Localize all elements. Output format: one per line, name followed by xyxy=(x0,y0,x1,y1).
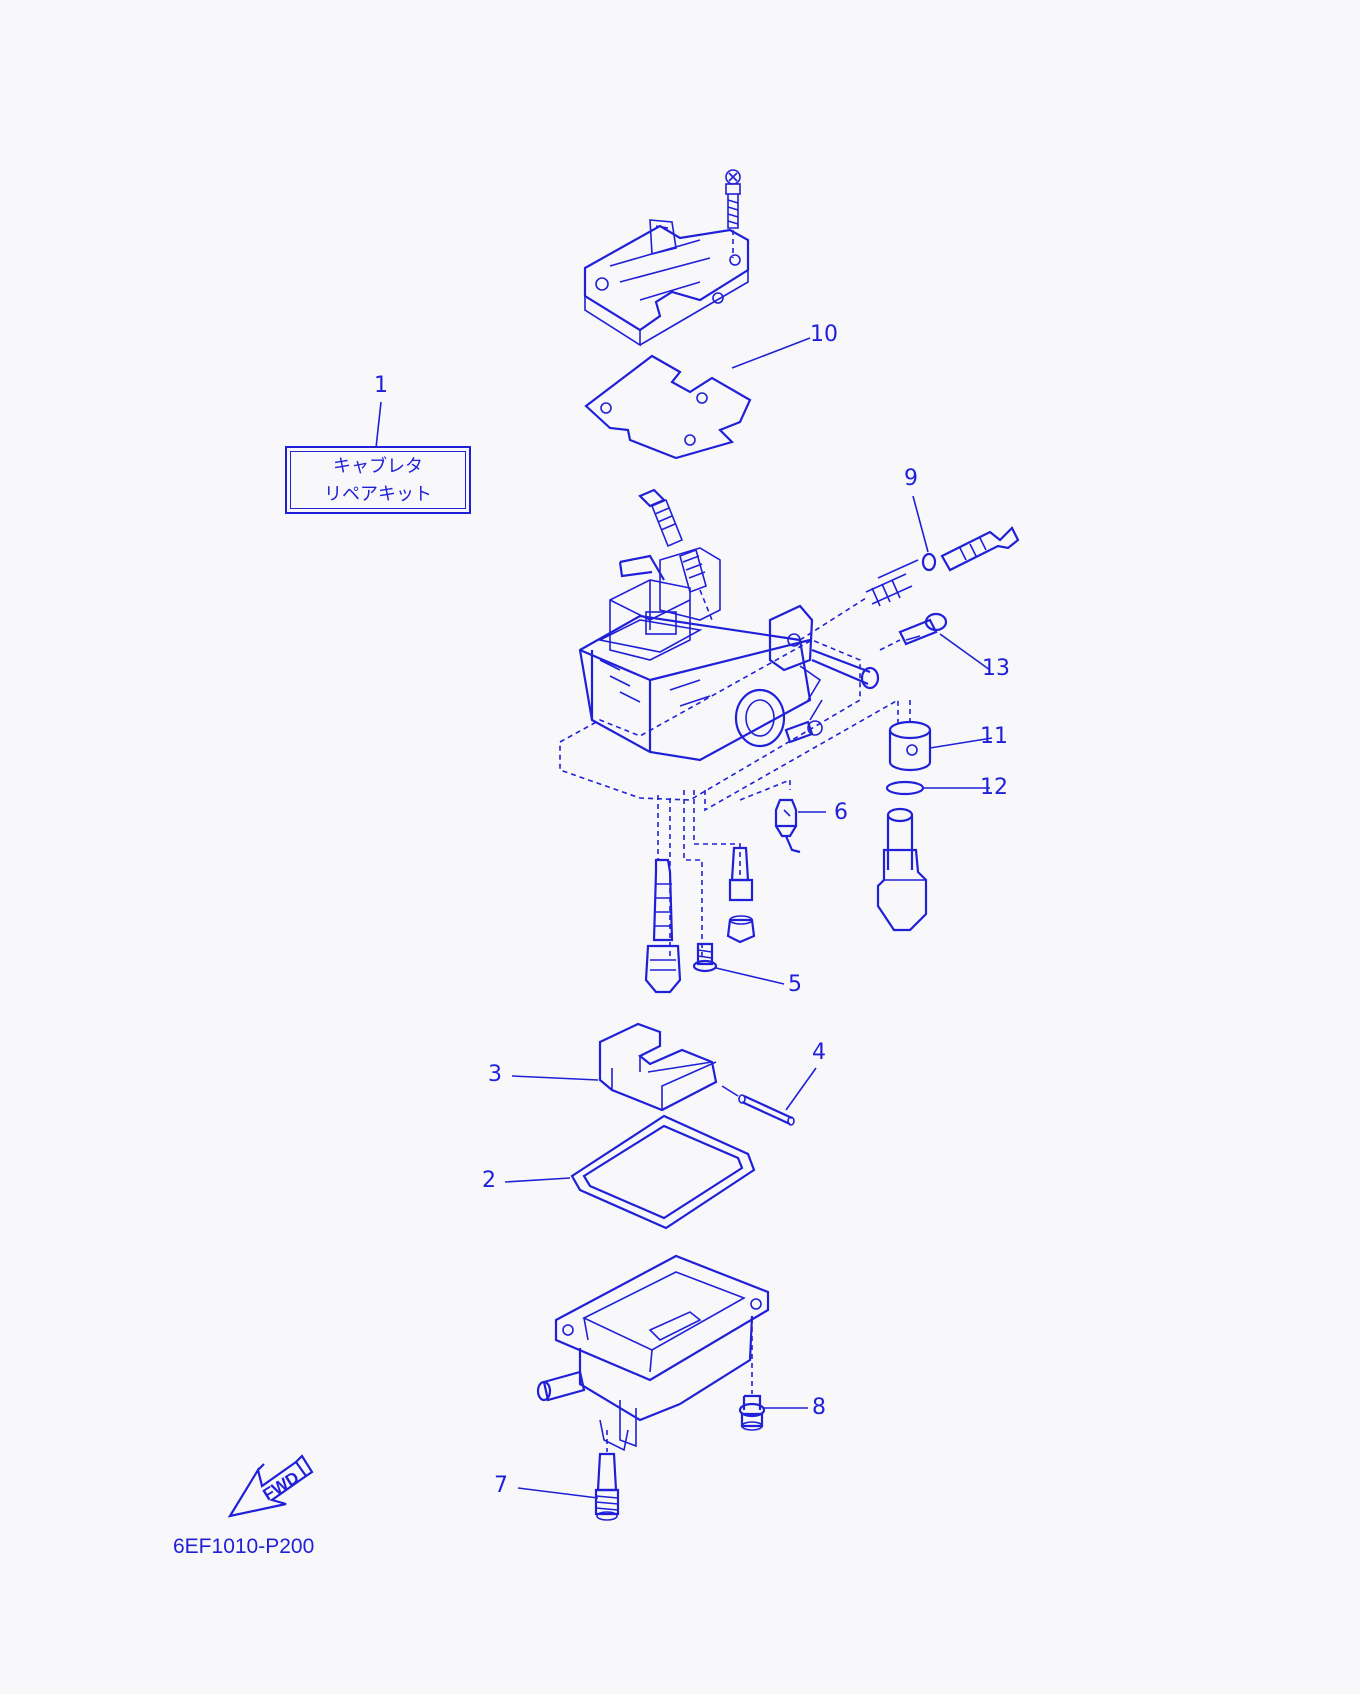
leader-11 xyxy=(929,737,993,749)
callout-8: 8 xyxy=(812,1395,826,1420)
callout-7: 7 xyxy=(494,1473,508,1498)
part-7-drain-screw xyxy=(594,1452,620,1521)
callout-3: 3 xyxy=(488,1062,502,1087)
part-11-nozzle-holder xyxy=(888,700,932,772)
part-12-oring xyxy=(885,780,925,796)
leader-5 xyxy=(715,967,785,985)
part-10-gasket xyxy=(584,354,752,460)
leader-9 xyxy=(912,495,929,553)
carburetor-body xyxy=(559,547,880,801)
leader-1 xyxy=(375,401,382,449)
callout-1: 1 xyxy=(374,373,388,398)
callout-9: 9 xyxy=(904,466,918,491)
part-8-screw xyxy=(738,1394,766,1431)
part-13-screw xyxy=(879,612,948,651)
diagram-code: 6EF1010-P200 xyxy=(173,1535,315,1558)
part-5-screw xyxy=(692,942,718,973)
leader-2 xyxy=(504,1177,571,1183)
leader-4 xyxy=(785,1067,817,1111)
carburetor-top-cover xyxy=(583,169,750,347)
part-4-float-pin xyxy=(721,1085,795,1126)
carburetor-repair-kit-label: キャブレタ リペアキット xyxy=(285,446,471,514)
leader-13 xyxy=(939,633,991,671)
part-6-needle-valve xyxy=(774,798,801,854)
cover-screw xyxy=(725,169,741,229)
throttle-spring xyxy=(799,573,913,641)
main-jet xyxy=(726,846,756,944)
leader-10 xyxy=(731,337,811,369)
pilot-jet-left xyxy=(644,858,682,994)
callout-13: 13 xyxy=(982,656,1010,681)
callout-11: 11 xyxy=(980,724,1008,749)
callout-12: 12 xyxy=(980,775,1008,800)
part-2-gasket xyxy=(570,1114,756,1230)
float-bowl xyxy=(536,1254,770,1452)
leader-3 xyxy=(511,1075,599,1081)
assembly-lines xyxy=(657,698,899,960)
callout-6: 6 xyxy=(834,800,848,825)
fwd-arrow-icon: FWD xyxy=(227,1454,314,1518)
callout-10: 10 xyxy=(810,322,838,347)
callout-4: 4 xyxy=(812,1040,826,1065)
pilot-screw-spring xyxy=(638,488,713,621)
callout-5: 5 xyxy=(788,972,802,997)
main-nozzle xyxy=(876,807,928,932)
callout-2: 2 xyxy=(482,1168,496,1193)
kit-label-line1: キャブレタ xyxy=(333,456,423,477)
leader-7 xyxy=(517,1487,599,1499)
kit-label-line2: リペアキット xyxy=(324,484,432,505)
part-3-float xyxy=(598,1022,718,1112)
part-9-oring-screw xyxy=(877,526,1020,579)
